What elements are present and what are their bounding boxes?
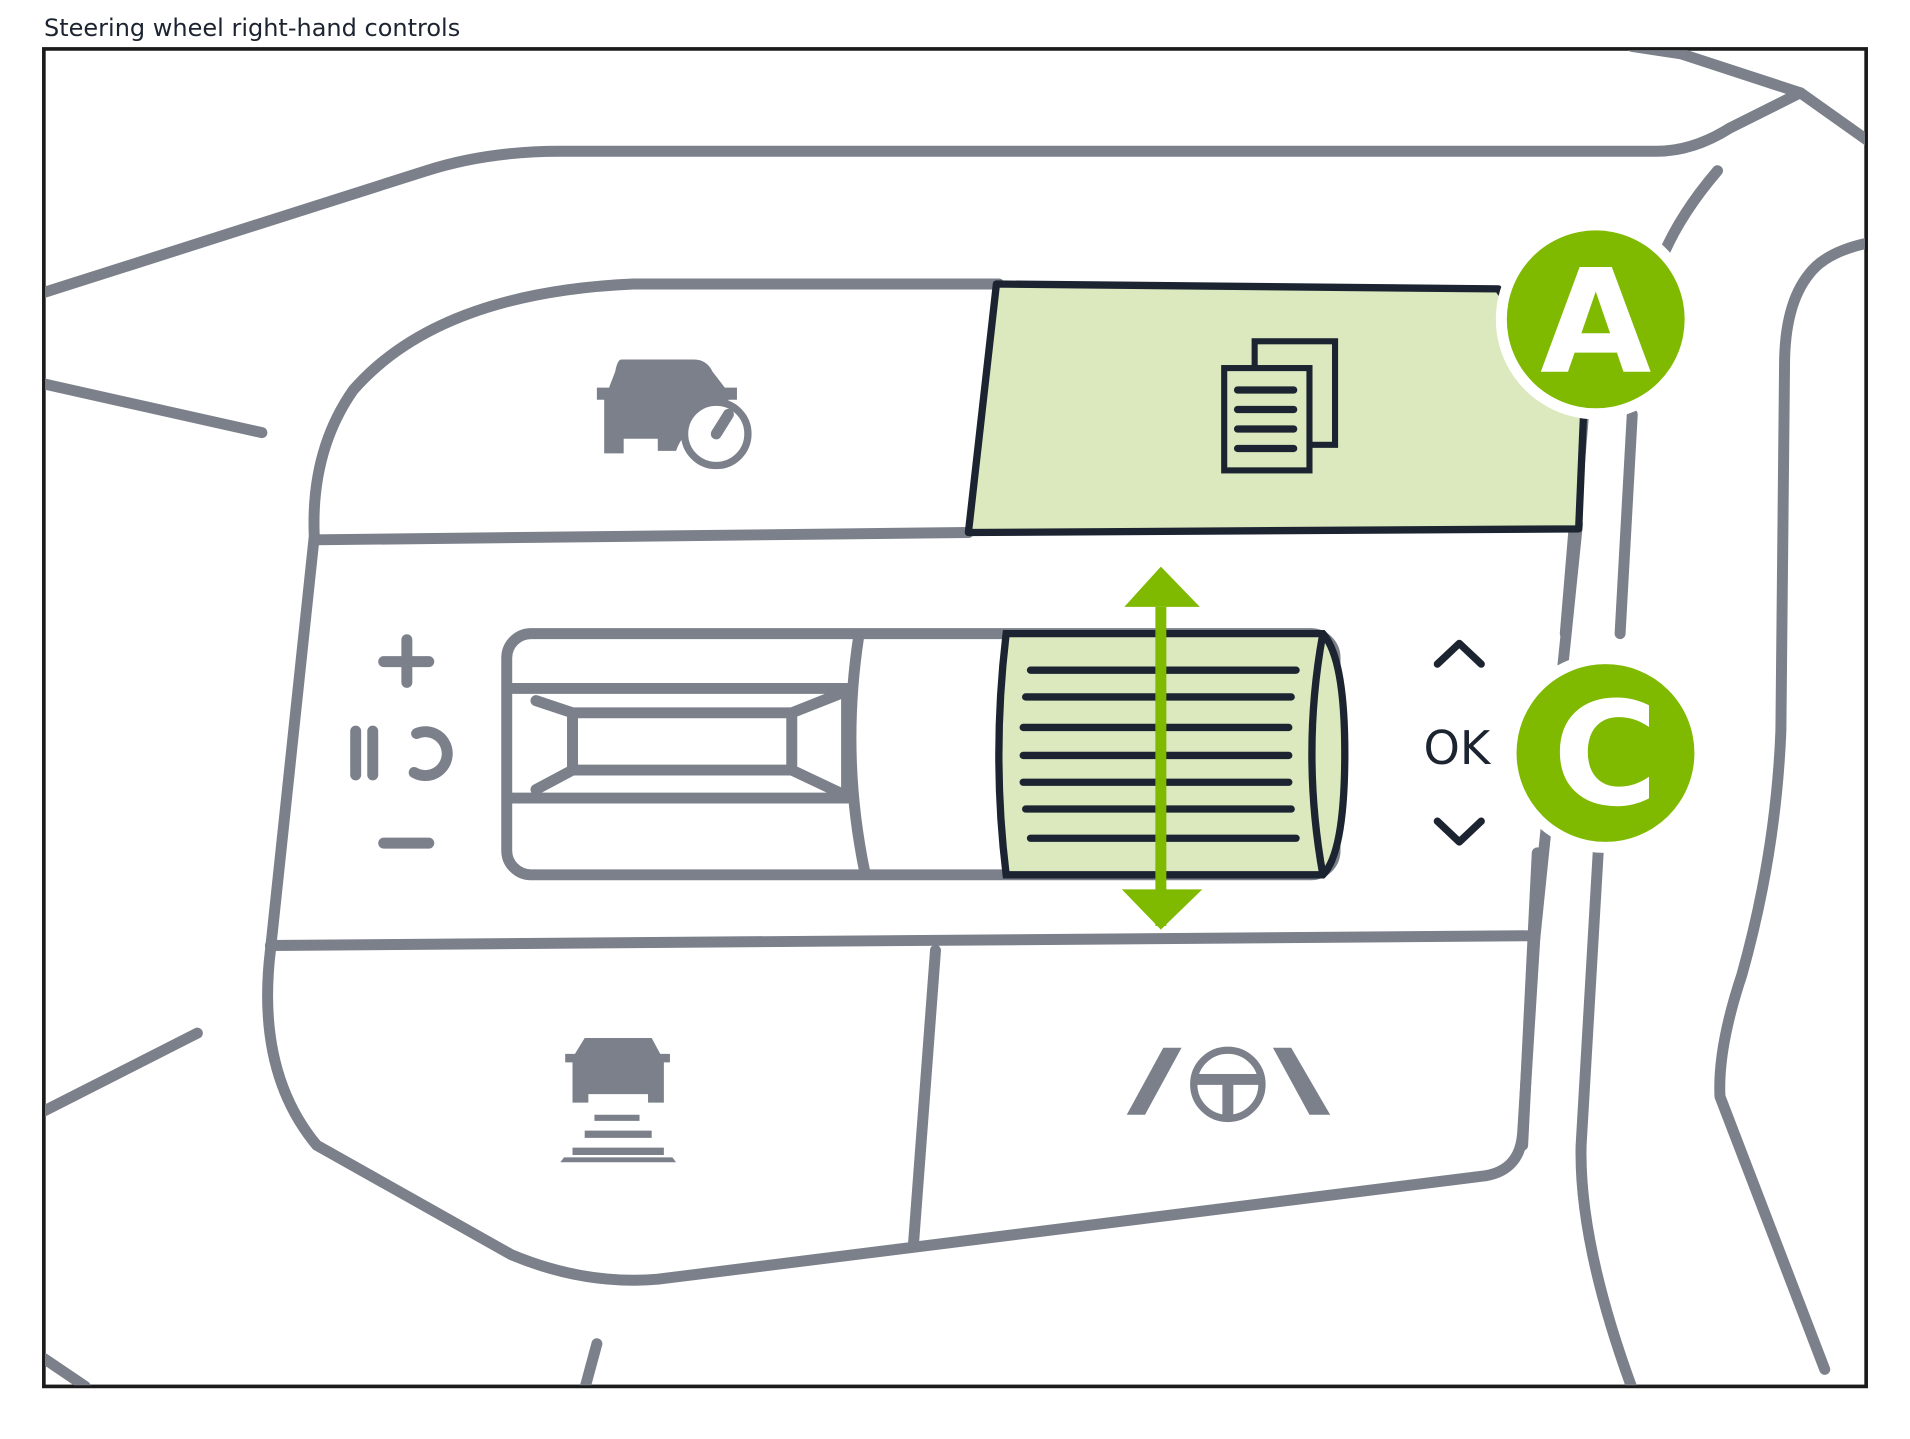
scroll-arrow-icon [1121,566,1203,930]
callout-c: C [1505,653,1706,853]
replay-icon[interactable] [408,726,453,782]
smart-cruise-icon [596,359,752,470]
wheel-outline-top [45,50,1806,298]
ok-label: OK [1423,721,1491,775]
housing-divider [845,630,871,878]
down-chevron-icon [1433,817,1485,846]
rim-line-c [1575,847,1637,1386]
up-chevron-icon [1433,639,1485,668]
plus-icon[interactable] [378,634,435,688]
rim-line-a [1614,408,1638,640]
spoke-line-corner [45,1353,91,1386]
panel-divider-bottom [908,944,941,1249]
callout-a: A [1495,219,1696,420]
panel-divider-top [308,527,974,546]
volume-controls [350,634,453,849]
wheel-rim-right [1714,237,1865,1375]
spoke-line-bottom [580,1338,603,1386]
thumbwheel-scroll[interactable] [995,629,1349,879]
svg-text:C: C [1553,671,1658,838]
driving-assist-icon [560,1038,677,1163]
spoke-line-left [45,378,268,439]
lane-following-icon [1126,1046,1331,1123]
pause-icon[interactable] [350,725,379,781]
svg-text:A: A [1540,239,1651,406]
wheel-rim-arc [1657,165,1724,262]
panel-divider-mid [264,930,1541,951]
figure-title: Steering wheel right-hand controls [44,14,461,42]
wheel-outline-corner [1794,87,1865,146]
spoke-line-left-low [45,1027,203,1117]
control-panel-outline [262,278,1541,1286]
documents-icon [1221,338,1339,474]
